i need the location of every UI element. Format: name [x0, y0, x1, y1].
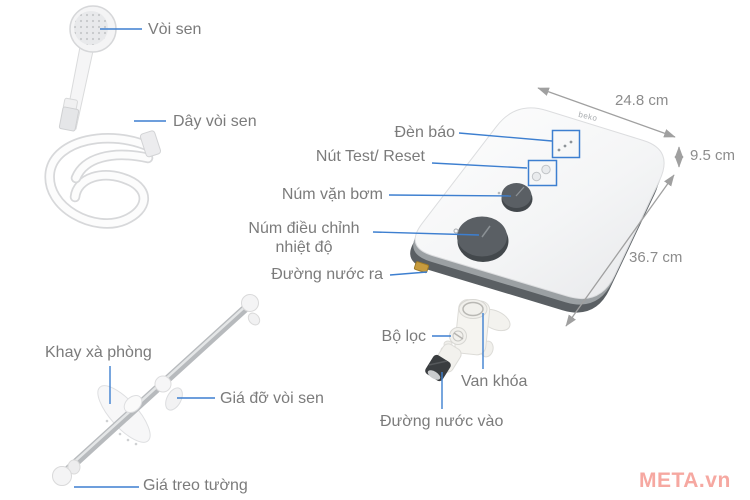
- leader-lines: [74, 28, 553, 488]
- label-shutoff-valve: Van khóa: [461, 373, 528, 390]
- label-shower-hose: Dây vòi sen: [173, 113, 257, 130]
- label-water-outlet: Đường nước ra: [271, 266, 383, 283]
- test-reset-buttons: [531, 164, 551, 182]
- dimension-height: 36.7 cm: [629, 249, 683, 266]
- label-shower-head: Vòi sen: [148, 21, 202, 38]
- label-water-inlet: Đường nước vào: [380, 413, 504, 430]
- label-temperature-knob-line2: nhiệt độ: [275, 239, 333, 257]
- watermark-logo: META.vn: [639, 469, 731, 492]
- dimension-width: 24.8 cm: [615, 92, 669, 109]
- label-temperature-knob: Núm điều chỉnh nhiệt độ: [241, 219, 367, 257]
- temperature-knob: [453, 216, 509, 262]
- shower-hose-figure: [44, 130, 162, 229]
- label-indicator-light: Đèn báo: [394, 124, 456, 141]
- dimension-arrows: [537, 87, 684, 327]
- label-wall-mount: Giá treo tường: [143, 477, 248, 494]
- shower-head-figure: [58, 5, 117, 132]
- height-arrow: [565, 174, 675, 327]
- label-temperature-knob-line1: Núm điều chỉnh: [248, 220, 360, 237]
- pump-knob: [497, 183, 533, 212]
- filter-cap: [449, 327, 467, 345]
- label-filter: Bộ lọc: [381, 328, 426, 345]
- label-test-reset-button: Nút Test/ Reset: [315, 148, 425, 165]
- label-shower-holder: Giá đỡ vòi sen: [220, 390, 324, 407]
- indicator-lights: [557, 140, 573, 152]
- water-outlet-brass: [413, 261, 430, 274]
- wall-rail-figure: [52, 294, 261, 486]
- label-soap-tray: Khay xà phòng: [45, 344, 152, 361]
- dimension-depth: 9.5 cm: [690, 147, 736, 164]
- label-pump-knob: Núm vặn bơm: [281, 186, 383, 203]
- width-arrow: [537, 87, 676, 138]
- valve-assembly-figure: [425, 299, 511, 382]
- inlet-nozzle: [425, 354, 451, 382]
- test-reset-box: [527, 159, 558, 187]
